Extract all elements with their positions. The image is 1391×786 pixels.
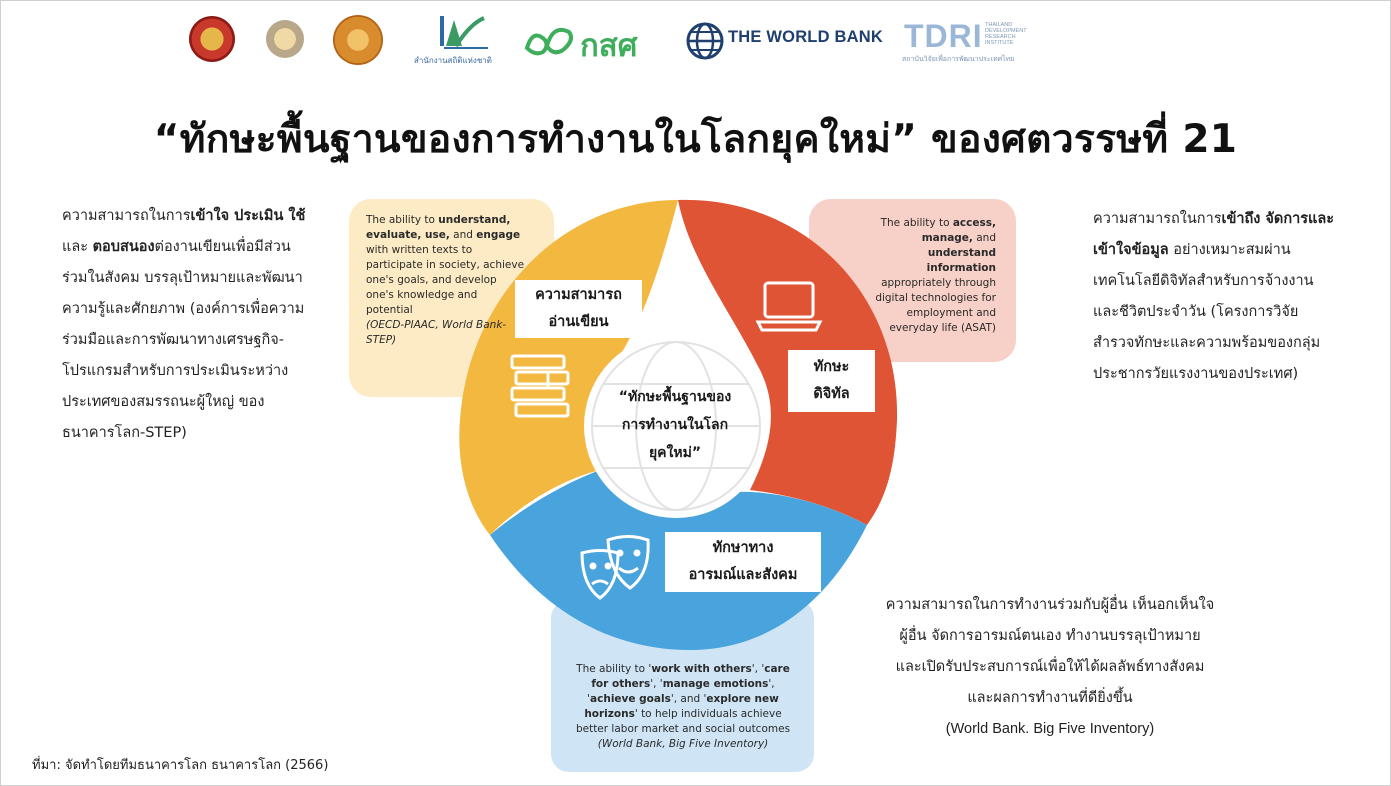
box-text: with written texts to participate in soc… (366, 244, 525, 316)
source-note: ที่มา: จัดทำโดยทีมธนาคารโลก ธนาคารโลก (2… (32, 758, 329, 773)
center-title: “ทักษะพื้นฐานของ การทำงานในโลก ยุคใหม่” (590, 383, 760, 467)
desc-text: ต่องานเขียนเพื่อมีส่วนร่วมในสังคม บรรลุเ… (62, 239, 305, 441)
box-citation: (World Bank, Big Five Inventory) (597, 738, 769, 750)
box-text: The ability to ' (576, 663, 652, 675)
desc-text: และ (62, 239, 93, 255)
box-citation: (OECD-PIAAC, World Bank-STEP) (366, 319, 507, 346)
theater-masks-icon (580, 535, 650, 600)
nso-caption: สำนักงานสถิติแห่งชาติ (414, 56, 492, 65)
box-bold: understand, evaluate, use, (366, 214, 511, 241)
laptop-icon (755, 281, 823, 332)
box-text: ', and ' (670, 693, 707, 705)
literacy-description: ความสามารถในการเข้าใจ ประเมิน ใช้ และ ตอ… (62, 201, 310, 449)
nso-logo-icon (440, 16, 488, 49)
center-line: ยุคใหม่” (648, 445, 702, 461)
digital-description: ความสามารถในการเข้าถึง จัดการและเข้าใจข้… (1093, 204, 1338, 390)
social-description: ความสามารถในการทำงานร่วมกับผู้อื่น เห็นอ… (870, 590, 1230, 745)
desc-text: อย่างเหมาะสมผ่านเทคโนโลยีดิจิทัลสำหรับกา… (1093, 242, 1321, 382)
label-line: ทักษาทาง (712, 540, 774, 556)
university-seal-icon (333, 15, 383, 65)
digital-box-text: The ability to access, manage, and under… (858, 216, 996, 336)
desc-bold: ตอบสนอง (92, 239, 155, 255)
box-text: ' to help individuals achieve better lab… (575, 708, 791, 735)
desc-text: ความสามารถในการ (1093, 211, 1222, 227)
tdri-caption: สถาบันวิจัยเพื่อการพัฒนาประเทศไทย (902, 55, 1015, 63)
ministry-seal-icon (266, 20, 304, 58)
tdri-side-text: THAILAND DEVELOPMENT RESEARCH INSTITUTE (985, 22, 1027, 46)
desc-line: และผลการทำงานที่ดียิ่งขึ้น (967, 690, 1133, 706)
box-text: appropriately through digital technologi… (875, 277, 996, 334)
box-bold: access, manage, (921, 217, 996, 244)
world-bank-globe-icon (686, 22, 724, 60)
box-text: ', ' (751, 663, 765, 675)
literacy-label: ความสามารถ อ่านเขียน (515, 280, 642, 338)
box-bold: work with others (651, 663, 752, 675)
box-bold: achieve goals (590, 693, 671, 705)
gsks-wordmark: กสศ (580, 28, 638, 64)
thai-government-seal-icon (189, 16, 235, 62)
desc-citation: (World Bank. Big Five Inventory) (945, 721, 1155, 737)
social-box-text: The ability to 'work with others', 'care… (570, 662, 796, 752)
digital-label: ทักษะ ดิจิทัล (788, 350, 875, 412)
box-text: The ability to (880, 217, 953, 229)
page-title: “ทักษะพื้นฐานของการทำงานในโลกยุคใหม่” ขอ… (153, 117, 1238, 162)
box-bold: engage (476, 229, 521, 241)
label-line: ดิจิทัล (813, 386, 850, 402)
box-text: ', ' (650, 678, 663, 690)
box-text: and (972, 232, 996, 244)
desc-line: ความสามารถในการทำงานร่วมกับผู้อื่น เห็นอ… (885, 597, 1215, 613)
box-text: The ability to (366, 214, 439, 226)
literacy-box-text: The ability to understand, evaluate, use… (366, 213, 526, 348)
tdri-wordmark: TDRI (904, 18, 983, 54)
label-line: ทักษะ (813, 359, 850, 375)
center-line: “ทักษะพื้นฐานของ (618, 389, 732, 405)
logo-bar: สำนักงานสถิติแห่งชาติ กสศ THE WORLD BANK… (0, 0, 1391, 80)
globe-watermark-icon (591, 341, 761, 511)
desc-line: และเปิดรับประสบการณ์เพื่อให้ได้ผลลัพธ์ทา… (895, 659, 1205, 675)
label-line: ความสามารถ (535, 287, 622, 303)
books-icon (510, 354, 570, 418)
box-text: and (449, 229, 477, 241)
world-bank-wordmark: THE WORLD BANK (728, 28, 883, 46)
desc-bold: เข้าถึง จัดการและเข้าใจข้อมูล (1093, 211, 1335, 258)
desc-bold: เข้าใจ ประเมิน ใช้ (190, 208, 306, 224)
digital-segment (678, 199, 898, 525)
desc-line: ผู้อื่น จัดการอารมณ์ตนเอง ทำงานบรรลุเป้า… (899, 628, 1201, 644)
box-bold: manage emotions (662, 678, 769, 690)
social-label: ทักษาทาง อารมณ์และสังคม (665, 532, 821, 592)
desc-text: ความสามารถในการ (62, 208, 191, 224)
label-line: อ่านเขียน (548, 314, 609, 330)
box-bold: care for others (591, 663, 790, 690)
gsks-logo-icon (524, 27, 573, 56)
box-bold: explore new horizons (584, 693, 779, 720)
box-bold: understand information (926, 247, 996, 274)
box-text: ', ' (587, 678, 775, 705)
center-line: การทำงานในโลก (621, 417, 729, 433)
label-line: อารมณ์และสังคม (688, 567, 798, 583)
